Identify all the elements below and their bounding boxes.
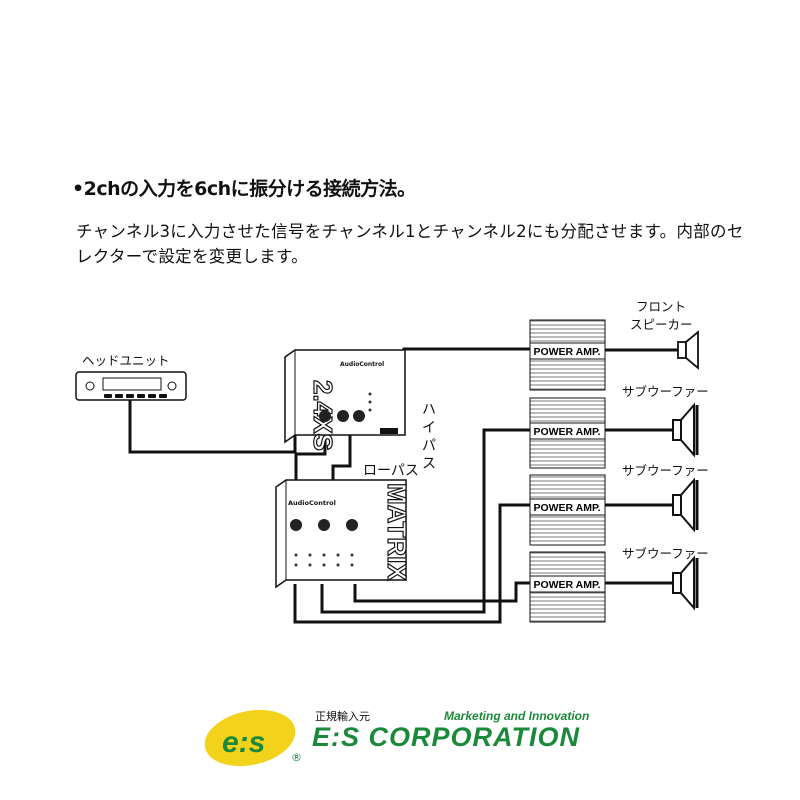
logo-tagline: Marketing and Innovation	[444, 709, 590, 723]
unit2-brand-text: AudioControl	[288, 499, 336, 507]
subwoofer-icon-1	[672, 402, 699, 458]
subwoofer-icon-2	[672, 477, 699, 533]
description-text: チャンネル3に入力させた信号をチャンネル1とチャンネル2にも分配させます。内部の…	[76, 222, 744, 266]
front-speaker-icon	[677, 330, 699, 370]
section-heading: •2chの入力を6chに振分ける接続方法。	[72, 178, 416, 200]
power-amp-label: POWER AMP.	[533, 579, 600, 591]
label-subwoofer-2: サブウーファー	[622, 463, 709, 478]
wire-headunit-to-24xs	[128, 399, 297, 454]
wire-lowpass-to-matrix	[331, 425, 352, 482]
unit2-model-text: MATRIX	[382, 483, 412, 581]
label-subwoofer-1: サブウーファー	[622, 384, 709, 399]
label-subwoofer-3: サブウーファー	[622, 546, 709, 561]
wire-matrix-to-amp3	[293, 503, 530, 624]
power-amp-4: POWER AMP.	[529, 551, 606, 623]
power-amp-3: POWER AMP.	[529, 474, 606, 546]
label-head-unit: ヘッドユニット	[82, 353, 170, 368]
head-unit-device	[75, 371, 187, 401]
power-amp-2: POWER AMP.	[529, 397, 606, 469]
wire-matrix-to-amp4	[353, 581, 530, 603]
power-amp-1: POWER AMP.	[529, 319, 606, 391]
subwoofer-icon-3	[672, 555, 699, 611]
label-front-speaker-1: フロント	[636, 299, 687, 314]
es-logo-icon: e:s	[204, 709, 296, 767]
label-low-pass: ローパス	[363, 463, 419, 479]
label-front-speaker-2: スピーカー	[630, 317, 693, 332]
registered-mark: ®	[291, 751, 302, 764]
logo-subtitle: 正規輸入元	[315, 710, 370, 723]
unit1-brand-text: AudioControl	[340, 361, 384, 368]
power-amp-label: POWER AMP.	[533, 346, 600, 358]
signal-wires	[128, 347, 680, 624]
company-name: E:S CORPORATION	[312, 722, 581, 752]
power-amp-label: POWER AMP.	[533, 502, 600, 514]
logo-mark-text: e:s	[222, 726, 265, 759]
power-amp-label: POWER AMP.	[533, 426, 600, 438]
matrix-unit: AudioControl MATRIX	[275, 479, 413, 589]
crossover-24xs: 2.4XS AudioControl	[284, 349, 406, 451]
wire-matrix-to-amp2	[320, 428, 530, 614]
label-high-pass: ハイパス	[422, 402, 436, 472]
